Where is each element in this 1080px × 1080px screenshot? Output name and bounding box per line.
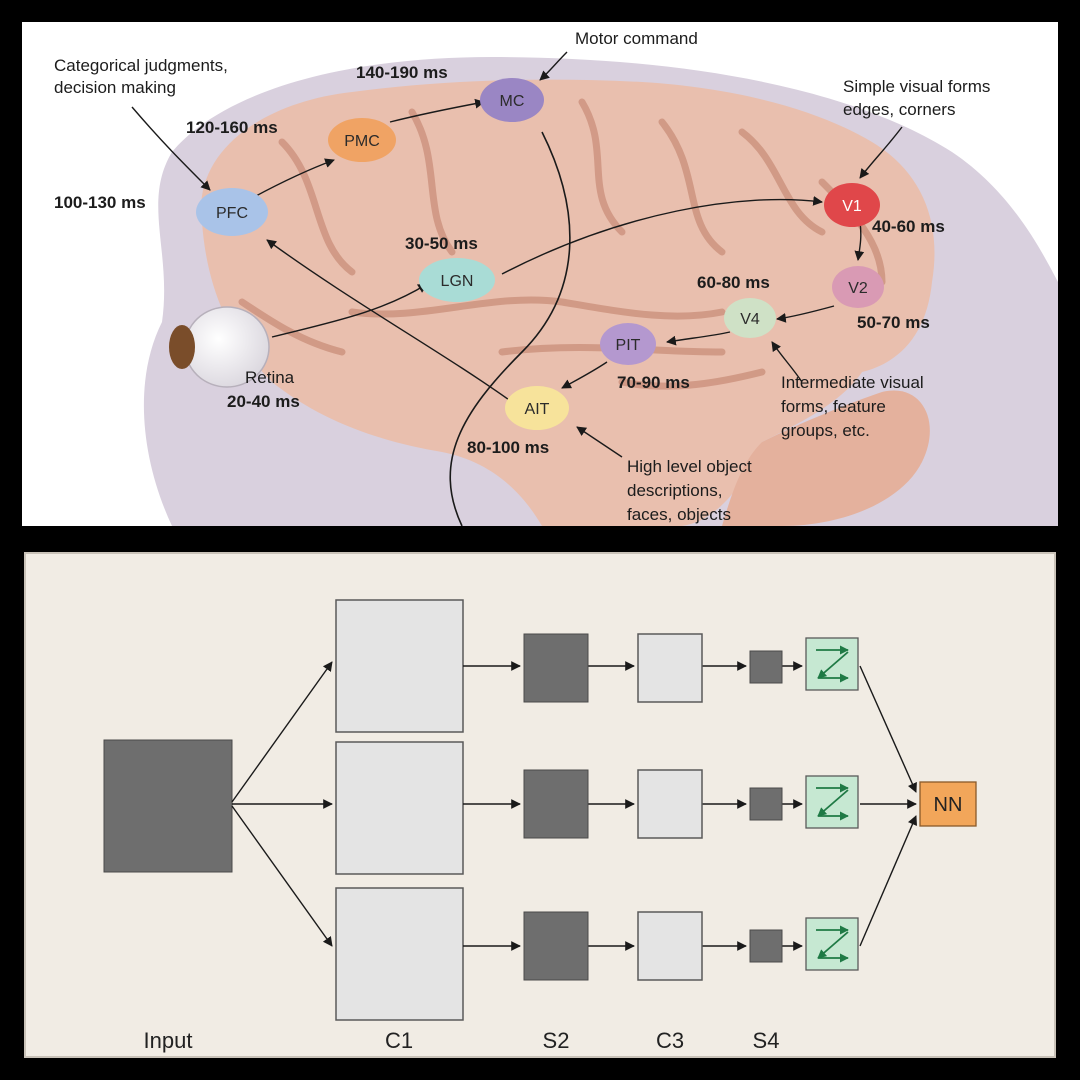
c1-block-bottom [335, 887, 464, 1021]
region-lgn: LGN [419, 258, 495, 302]
stage-label-c3: C3 [656, 1028, 684, 1053]
arrow-input-to-c1-top [231, 661, 333, 803]
annotation-high-line3: faces, objects [627, 505, 731, 524]
arrow-v4-to-pit [666, 331, 731, 346]
region-v2-label: V2 [848, 280, 868, 297]
region-ait-label: AIT [525, 401, 550, 418]
arrow-v2-to-v4 [776, 305, 835, 323]
annotation-simple-line1: Simple visual forms [843, 77, 990, 96]
region-v4: V4 [724, 298, 776, 338]
s4-block-bottom [749, 929, 783, 963]
stage-label-s4: S4 [753, 1028, 780, 1053]
region-mc-shape [480, 78, 544, 122]
feature-block-middle [805, 775, 859, 829]
arrow-feature-to-nn-bottom [859, 815, 918, 947]
region-pmc: PMC [328, 118, 396, 162]
stage-label-s2: S2 [543, 1028, 570, 1053]
time-v4: 60-80 ms [697, 273, 770, 292]
region-pit: PIT [600, 323, 656, 365]
region-v4-shape [724, 298, 776, 338]
c3-block-bottom [637, 911, 703, 981]
nn-label: NN [934, 794, 963, 816]
time-ait: 80-100 ms [467, 438, 549, 457]
time-pit: 70-90 ms [617, 373, 690, 392]
arrow-lgn-to-v1 [501, 196, 823, 275]
region-v1-label: V1 [842, 198, 862, 215]
time-pmc: 120-160 ms [186, 118, 278, 137]
region-pfc-label: PFC [216, 205, 248, 222]
region-pit-label: PIT [616, 337, 641, 354]
brain-diagram-panel: PFC PMC MC LGN V1 V2 V4 PIT [22, 22, 1058, 526]
annotation-simple-line2: edges, corners [843, 100, 955, 119]
region-v2-shape [832, 266, 884, 308]
arrow-ait-to-pfc [266, 239, 513, 403]
arrow-motor-to-mc [539, 51, 568, 81]
annotation-categorical-line2: decision making [54, 78, 176, 97]
annotation-intermediate-line2: forms, feature [781, 397, 886, 416]
feature-block-top [805, 637, 859, 691]
time-mc: 140-190 ms [356, 63, 448, 82]
region-lgn-label: LGN [441, 273, 474, 290]
region-ait: AIT [505, 386, 569, 430]
arrow-retina-to-lgn [271, 283, 428, 338]
cerebellum-shape [722, 390, 930, 526]
annotation-intermediate-line3: groups, etc. [781, 421, 870, 440]
time-v1: 40-60 ms [872, 217, 945, 236]
stage-label-c1: C1 [385, 1028, 413, 1053]
region-lgn-shape [419, 258, 495, 302]
eye-icon [169, 306, 270, 388]
region-pfc-shape [196, 188, 268, 236]
annotation-motor: Motor command [575, 29, 698, 48]
nn-block: NN [919, 781, 977, 827]
region-mc-label: MC [500, 93, 525, 110]
c1-block-top [335, 599, 464, 733]
region-pmc-shape [328, 118, 396, 162]
arrow-pfc-to-pmc [253, 158, 335, 198]
feature-diagonal-top [817, 651, 849, 679]
region-v2: V2 [832, 266, 884, 308]
arrow-feature-to-nn-top [859, 665, 917, 793]
arrow-intermediate-to-v4 [771, 341, 803, 383]
network-diagram-panel: NN Input C1 S2 C3 S4 [24, 552, 1056, 1058]
c3-block-middle [637, 769, 703, 839]
time-lgn: 30-50 ms [405, 234, 478, 253]
stage-label-input: Input [144, 1028, 193, 1053]
feature-block-bottom [805, 917, 859, 971]
annotation-intermediate-line1: Intermediate visual [781, 373, 924, 392]
arrow-input-to-c1-bottom [231, 805, 333, 947]
region-v4-label: V4 [740, 311, 760, 328]
brain-illustration: PFC PMC MC LGN V1 V2 V4 PIT [54, 29, 1058, 526]
input-block [103, 739, 233, 873]
time-retina: 20-40 ms [227, 392, 300, 411]
region-v1-shape [824, 183, 880, 227]
region-v1: V1 [824, 183, 880, 227]
region-ait-shape [505, 386, 569, 430]
arrow-pmc-to-mc [389, 98, 485, 123]
s4-block-middle [749, 787, 783, 821]
s2-block-middle [523, 769, 589, 839]
s2-block-bottom [523, 911, 589, 981]
network-illustration: NN Input C1 S2 C3 S4 [103, 599, 977, 1053]
c3-block-top [637, 633, 703, 703]
c1-block-middle [335, 741, 464, 875]
time-v2: 50-70 ms [857, 313, 930, 332]
region-pmc-label: PMC [344, 133, 380, 150]
arrow-high-to-ait [576, 426, 623, 458]
region-pfc: PFC [196, 188, 268, 236]
annotation-categorical-line1: Categorical judgments, [54, 56, 228, 75]
central-sulcus-line [449, 131, 571, 526]
arrow-simple-to-v1 [859, 126, 903, 179]
arrow-pit-to-ait [561, 361, 608, 389]
annotation-high-line2: descriptions, [627, 481, 722, 500]
s4-block-top [749, 650, 783, 684]
time-pfc: 100-130 ms [54, 193, 146, 212]
s2-block-top [523, 633, 589, 703]
arrow-categorical-to-pfc [131, 106, 211, 191]
region-pit-shape [600, 323, 656, 365]
region-mc: MC [480, 78, 544, 122]
annotation-high-line1: High level object [627, 457, 752, 476]
retina-label: Retina [245, 368, 295, 387]
